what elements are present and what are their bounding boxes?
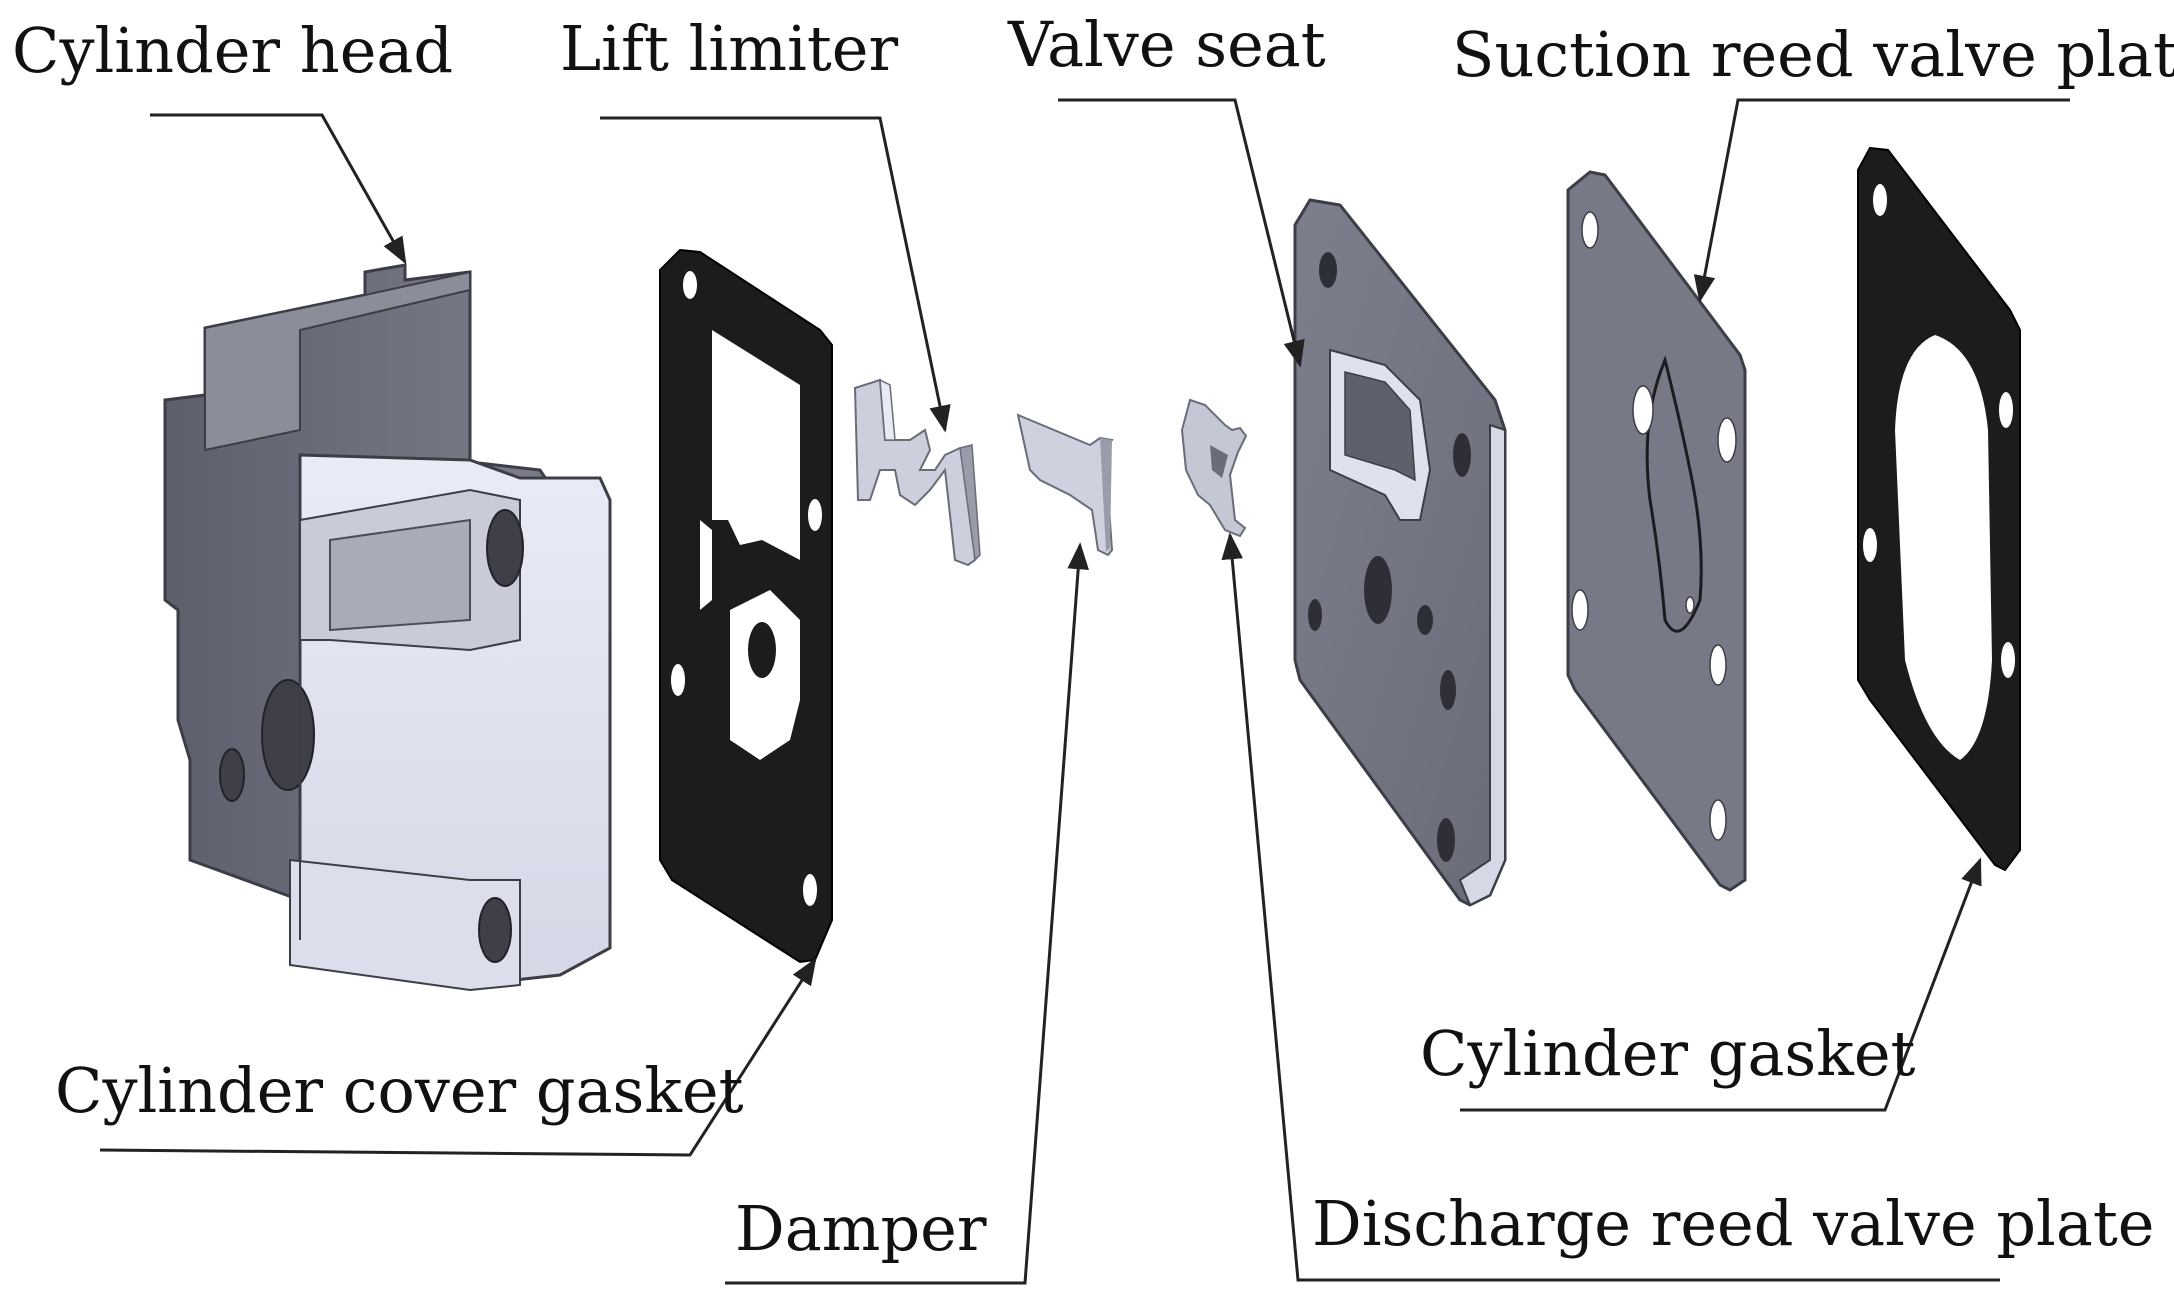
label-cylinder-head: Cylinder head — [12, 14, 453, 87]
cylinder-head-part — [163, 263, 612, 992]
label-discharge-reed-valve-plate: Discharge reed valve plate — [1312, 1187, 2154, 1260]
label-damper: Damper — [735, 1192, 987, 1265]
suction-reed-valve-plate-part — [1566, 170, 1747, 892]
leader-cylinder-cover-gasket — [99, 957, 817, 1157]
cylinder-gasket-part — [1857, 146, 2021, 872]
label-lift-limiter: Lift limiter — [560, 12, 898, 85]
valve-seat-part — [1293, 198, 1507, 907]
lift-limiter-part — [853, 378, 981, 567]
leader-suction-reed — [1693, 98, 2070, 303]
damper-part — [1016, 413, 1114, 557]
labels: Cylinder head Lift limiter Valve seat Su… — [12, 8, 2174, 1265]
leader-cylinder-gasket — [1460, 857, 1982, 1112]
leader-lift-limiter — [600, 116, 951, 433]
leader-lines — [99, 98, 2070, 1285]
leader-valve-seat — [1058, 98, 1305, 368]
discharge-reed-valve-plate-part — [1180, 398, 1248, 538]
cylinder-cover-gasket-part — [659, 248, 833, 991]
label-suction-reed-valve-plate: Suction reed valve plate — [1452, 18, 2174, 91]
label-cylinder-gasket: Cylinder gasket — [1420, 1017, 1916, 1090]
leader-damper — [725, 542, 1089, 1285]
label-cylinder-cover-gasket: Cylinder cover gasket — [55, 1054, 744, 1127]
leader-discharge-reed — [1221, 532, 2000, 1282]
label-valve-seat: Valve seat — [1007, 8, 1326, 81]
leader-cylinder-head — [150, 113, 407, 265]
